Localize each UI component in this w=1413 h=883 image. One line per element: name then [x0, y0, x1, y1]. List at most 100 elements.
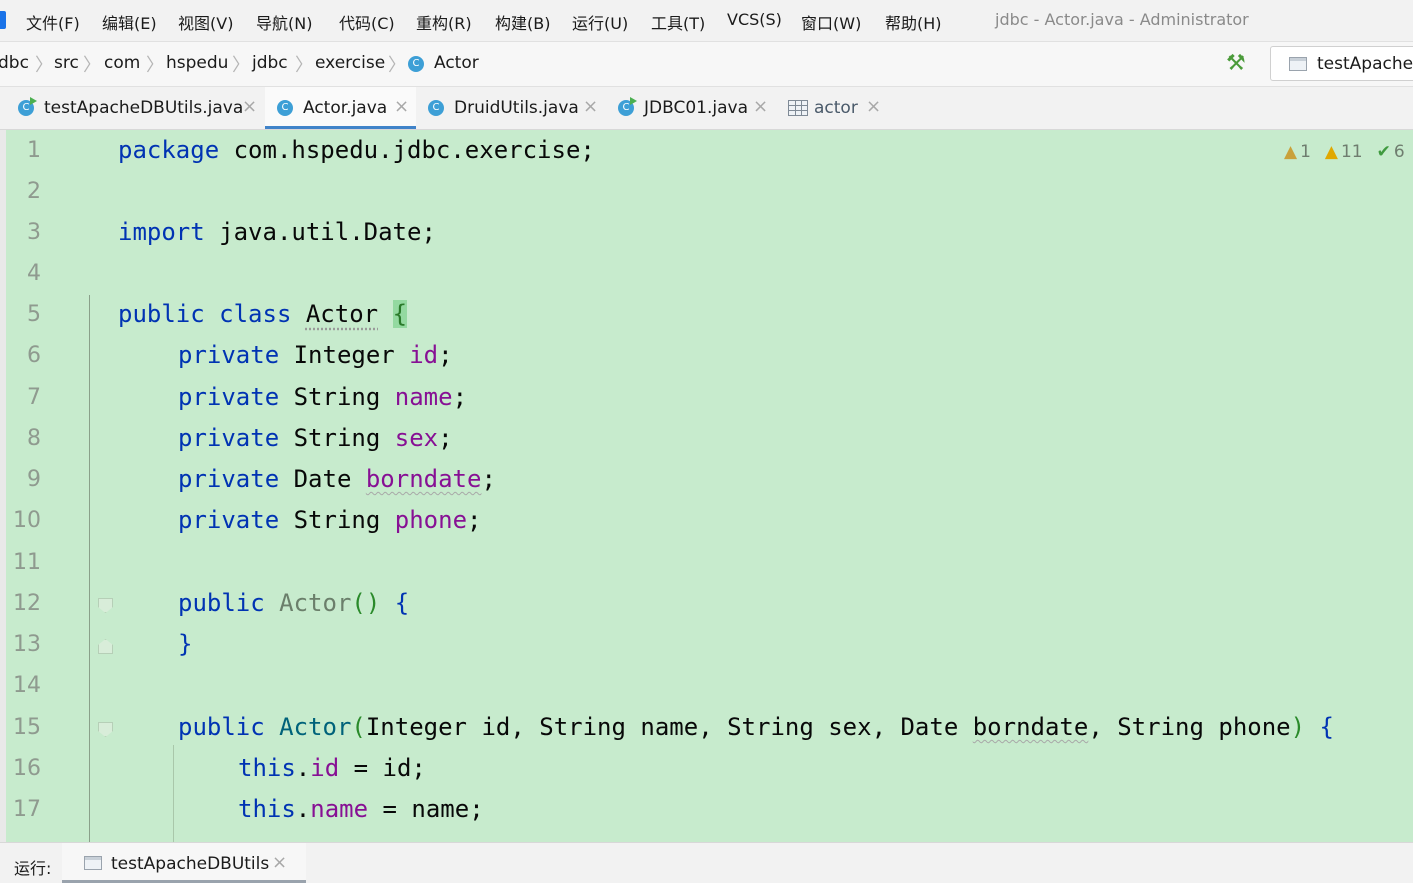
- line-number: 13: [13, 632, 41, 657]
- code-line-6: private Integer id;: [178, 341, 453, 369]
- menu-navigate[interactable]: 导航(N): [256, 14, 313, 33]
- field-name: id: [310, 754, 340, 782]
- menu-edit[interactable]: 编辑(E): [102, 14, 157, 33]
- line-number: 1: [27, 138, 41, 163]
- hammer-build-icon[interactable]: ⚒: [1226, 51, 1246, 76]
- fold-open-icon[interactable]: [98, 598, 113, 613]
- class-run-icon: C: [618, 97, 637, 116]
- semicolon: ;: [481, 465, 496, 493]
- inspection-widget[interactable]: ▲1▲11✔6: [1284, 142, 1405, 162]
- menu-view[interactable]: 视图(V): [178, 14, 234, 33]
- breadcrumb-jdbc[interactable]: jdbc: [252, 53, 288, 73]
- class-icon: C: [277, 100, 293, 116]
- space: [380, 589, 394, 617]
- parentheses: (): [351, 589, 381, 617]
- tab-label: actor: [814, 98, 858, 118]
- semicolon: ;: [438, 424, 453, 452]
- field-type: Integer: [293, 341, 395, 369]
- package-name: com.hspedu.jdbc.exercise;: [233, 136, 595, 164]
- menu-build[interactable]: 构建(B): [495, 14, 551, 33]
- assign: =: [339, 754, 383, 782]
- open-brace: {: [394, 589, 410, 617]
- menu-tools[interactable]: 工具(T): [651, 14, 706, 33]
- space: [279, 341, 293, 369]
- constructor-params: , String phone: [1088, 713, 1291, 741]
- line-number: 17: [13, 797, 41, 822]
- tab-label: DruidUtils.java: [454, 98, 579, 118]
- code-line-1: package com.hspedu.jdbc.exercise;: [118, 136, 595, 164]
- tab-druidutils-java[interactable]: C DruidUtils.java ×: [416, 87, 606, 129]
- semicolon: ;: [452, 383, 468, 411]
- tab-actor-table[interactable]: actor ×: [776, 87, 886, 129]
- space: [380, 383, 394, 411]
- breadcrumb-actor[interactable]: Actor: [434, 53, 479, 73]
- import-name: java.util.Date;: [219, 218, 436, 246]
- field-name: id: [409, 341, 439, 369]
- close-icon[interactable]: ×: [272, 852, 288, 873]
- line-number: 15: [13, 715, 41, 740]
- line-number: 12: [13, 591, 41, 616]
- space: [205, 300, 219, 328]
- code-editor[interactable]: 1 2 3 4 5 6 7 8 9 10 11 12 13 14 15 16 1…: [0, 130, 1413, 842]
- menu-vcs[interactable]: VCS(S): [727, 10, 782, 29]
- run-config-icon: [1289, 57, 1307, 71]
- tab-jdbc01-java[interactable]: C JDBC01.java ×: [606, 87, 776, 129]
- code-line-3: import java.util.Date;: [118, 218, 436, 246]
- breadcrumb-separator-icon: 〉: [35, 55, 53, 76]
- class-run-icon: C: [18, 97, 37, 116]
- breadcrumb-hspedu[interactable]: hspedu: [166, 53, 229, 73]
- field-type: Date: [293, 465, 352, 493]
- tab-actor-java[interactable]: C Actor.java ×: [265, 87, 416, 129]
- fold-close-icon[interactable]: [98, 639, 113, 654]
- weak-warning-icon: ▲: [1284, 142, 1298, 162]
- menu-window[interactable]: 窗口(W): [801, 14, 862, 33]
- keyword: public: [178, 589, 265, 617]
- navigation-bar: dbc 〉 src 〉 com 〉 hspedu 〉 jdbc 〉 exerci…: [0, 42, 1413, 87]
- space: [279, 383, 293, 411]
- breadcrumb-com[interactable]: com: [104, 53, 141, 73]
- table-icon: [788, 100, 808, 116]
- tab-label: Actor.java: [303, 98, 388, 118]
- close-icon[interactable]: ×: [866, 96, 882, 117]
- keyword: public: [178, 713, 265, 741]
- run-config-icon: [84, 856, 102, 870]
- breadcrumb-exercise[interactable]: exercise: [315, 53, 386, 73]
- run-configuration-label: testApacheDBUtils: [1317, 54, 1413, 74]
- run-configuration-selector[interactable]: testApacheDBUtils: [1270, 46, 1413, 81]
- run-tab-testapachedbutils[interactable]: testApacheDBUtils ×: [62, 843, 306, 883]
- code-line-16: this.id = id;: [238, 754, 426, 782]
- close-icon[interactable]: ×: [242, 96, 258, 117]
- semicolon: ;: [438, 341, 453, 369]
- menu-run[interactable]: 运行(U): [572, 14, 629, 33]
- open-brace: {: [1319, 713, 1334, 741]
- menu-help[interactable]: 帮助(H): [885, 14, 942, 33]
- class-icon: C: [408, 56, 424, 72]
- breadcrumb-src[interactable]: src: [54, 53, 79, 73]
- close-icon[interactable]: ×: [583, 96, 599, 117]
- fold-guide-line: [89, 295, 90, 842]
- editor-left-edge: [0, 130, 6, 842]
- close-icon[interactable]: ×: [753, 96, 769, 117]
- breadcrumb-separator-icon: 〉: [146, 55, 164, 76]
- menu-file[interactable]: 文件(F): [26, 14, 80, 33]
- field-name: phone: [394, 506, 468, 534]
- code-line-7: private String name;: [178, 383, 467, 411]
- line-number: 6: [27, 343, 41, 368]
- line-number: 7: [27, 385, 41, 410]
- tab-testapachedbutils[interactable]: C testApacheDBUtils.java ×: [6, 87, 265, 129]
- fold-open-icon[interactable]: [98, 722, 113, 737]
- field-type: String: [293, 506, 381, 534]
- keyword: this: [238, 754, 296, 782]
- weak-warning-count: 1: [1300, 142, 1311, 162]
- menu-refactor[interactable]: 重构(R): [416, 14, 472, 33]
- indent-guide-line: [173, 745, 174, 842]
- space: [378, 300, 392, 328]
- field-name: sex: [394, 424, 439, 452]
- menu-code[interactable]: 代码(C): [339, 14, 395, 33]
- close-icon[interactable]: ×: [394, 96, 410, 117]
- space: [351, 465, 365, 493]
- open-paren: (: [351, 713, 366, 741]
- breadcrumb-project[interactable]: dbc: [0, 53, 29, 73]
- keyword: private: [178, 465, 280, 493]
- space: [395, 341, 409, 369]
